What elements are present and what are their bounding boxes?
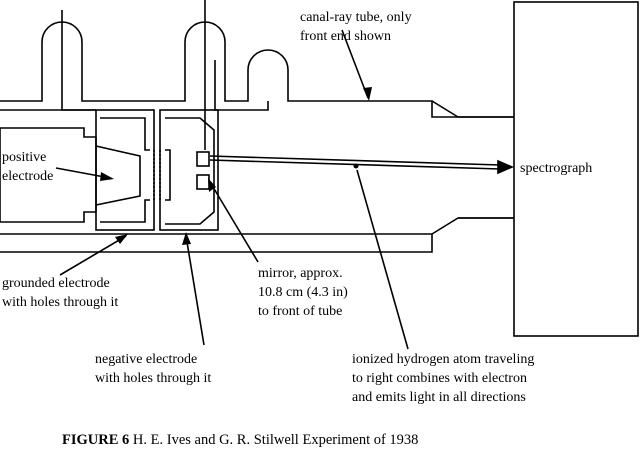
- hydrogen-atom: [353, 163, 359, 169]
- pointer-tube: [341, 29, 369, 99]
- figure-caption-text: H. E. Ives and G. R. Stilwell Experiment…: [129, 432, 419, 448]
- electrode-gap: [153, 150, 161, 200]
- tube-bottom-taper: [431, 217, 514, 235]
- mirror-lower: [196, 174, 210, 190]
- pointer-mirror: [209, 181, 259, 263]
- pointer-grounded: [59, 235, 127, 276]
- label-canal-ray-tube: canal-ray tube, only front end shown: [300, 10, 412, 44]
- tube-top-taper: [431, 100, 459, 118]
- lead-wire-left: [61, 10, 96, 111]
- lead-wire-right: [214, 60, 269, 111]
- label-spectrograph: spectrograph: [520, 161, 593, 176]
- pointer-negative: [185, 235, 205, 346]
- arrowhead-mirror: [208, 178, 216, 192]
- label-mirror: mirror, approx. 10.8 cm (4.3 in) to fron…: [258, 266, 348, 319]
- pointer-ionized: [356, 169, 409, 350]
- tube-bottom-wall: [0, 233, 433, 253]
- negative-electrode-profile: [165, 117, 215, 225]
- grounded-electrode-profile: [100, 117, 150, 223]
- arrowhead-grounded: [115, 234, 128, 244]
- label-grounded-electrode: grounded electrode with holes through it: [2, 276, 119, 310]
- mirror-upper: [196, 151, 210, 167]
- arrowhead-positive: [100, 172, 114, 181]
- positive-electrode-body: [0, 127, 96, 223]
- tube-narrow-top: [458, 116, 514, 219]
- label-negative-electrode: negative electrode with holes through it: [95, 352, 212, 386]
- positive-electrode-tip: [95, 145, 141, 206]
- label-positive-electrode: positive electrode: [2, 150, 54, 184]
- figure-caption: FIGURE 6 H. E. Ives and G. R. Stilwell E…: [62, 432, 418, 449]
- figure-number: FIGURE 6: [62, 432, 130, 448]
- negative-electrode: [159, 109, 219, 231]
- tube-top-wall: [0, 21, 514, 118]
- label-ionized-hydrogen: ionized hydrogen atom traveling to right…: [352, 352, 535, 405]
- arrowhead-negative: [182, 232, 191, 245]
- beam-arrow: [497, 159, 515, 175]
- spectrograph-box: [513, 1, 639, 337]
- arrowhead-tube: [363, 87, 372, 101]
- light-beam: [209, 155, 501, 166]
